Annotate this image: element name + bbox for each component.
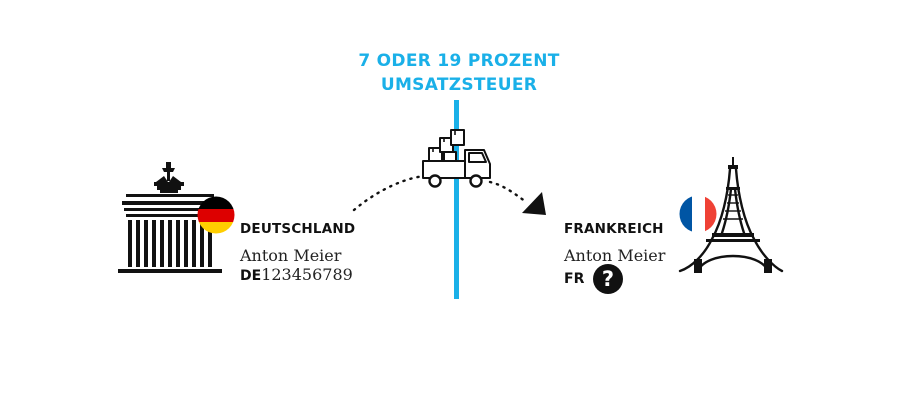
germany-vat-prefix: DE	[240, 268, 262, 284]
germany-flag-icon	[197, 196, 235, 234]
germany-vat-number: 123456789	[261, 265, 353, 284]
shipping-path	[352, 174, 546, 215]
germany-vat-id: DE123456789	[240, 265, 353, 284]
france-flag-icon	[679, 195, 717, 233]
eiffel-tower-icon	[678, 157, 784, 273]
germany-country-label: DEUTSCHLAND	[240, 221, 356, 237]
brandenburg-gate-icon	[118, 162, 222, 273]
france-person-name: Anton Meier	[564, 246, 666, 265]
germany-person-name: Anton Meier	[240, 246, 342, 265]
border-line	[454, 100, 459, 299]
headline: 7 ODER 19 PROZENT UMSATZSTEUER	[300, 49, 618, 97]
arrow-head-icon	[522, 192, 546, 215]
question-icon: ?	[593, 264, 623, 294]
headline-line-2: UMSATZSTEUER	[380, 75, 538, 95]
france-country-label: FRANKREICH	[564, 221, 664, 237]
france-vat-prefix: FR	[564, 271, 585, 287]
delivery-truck-icon	[422, 129, 491, 188]
headline-line-1: 7 ODER 19 PROZENT	[358, 51, 560, 71]
